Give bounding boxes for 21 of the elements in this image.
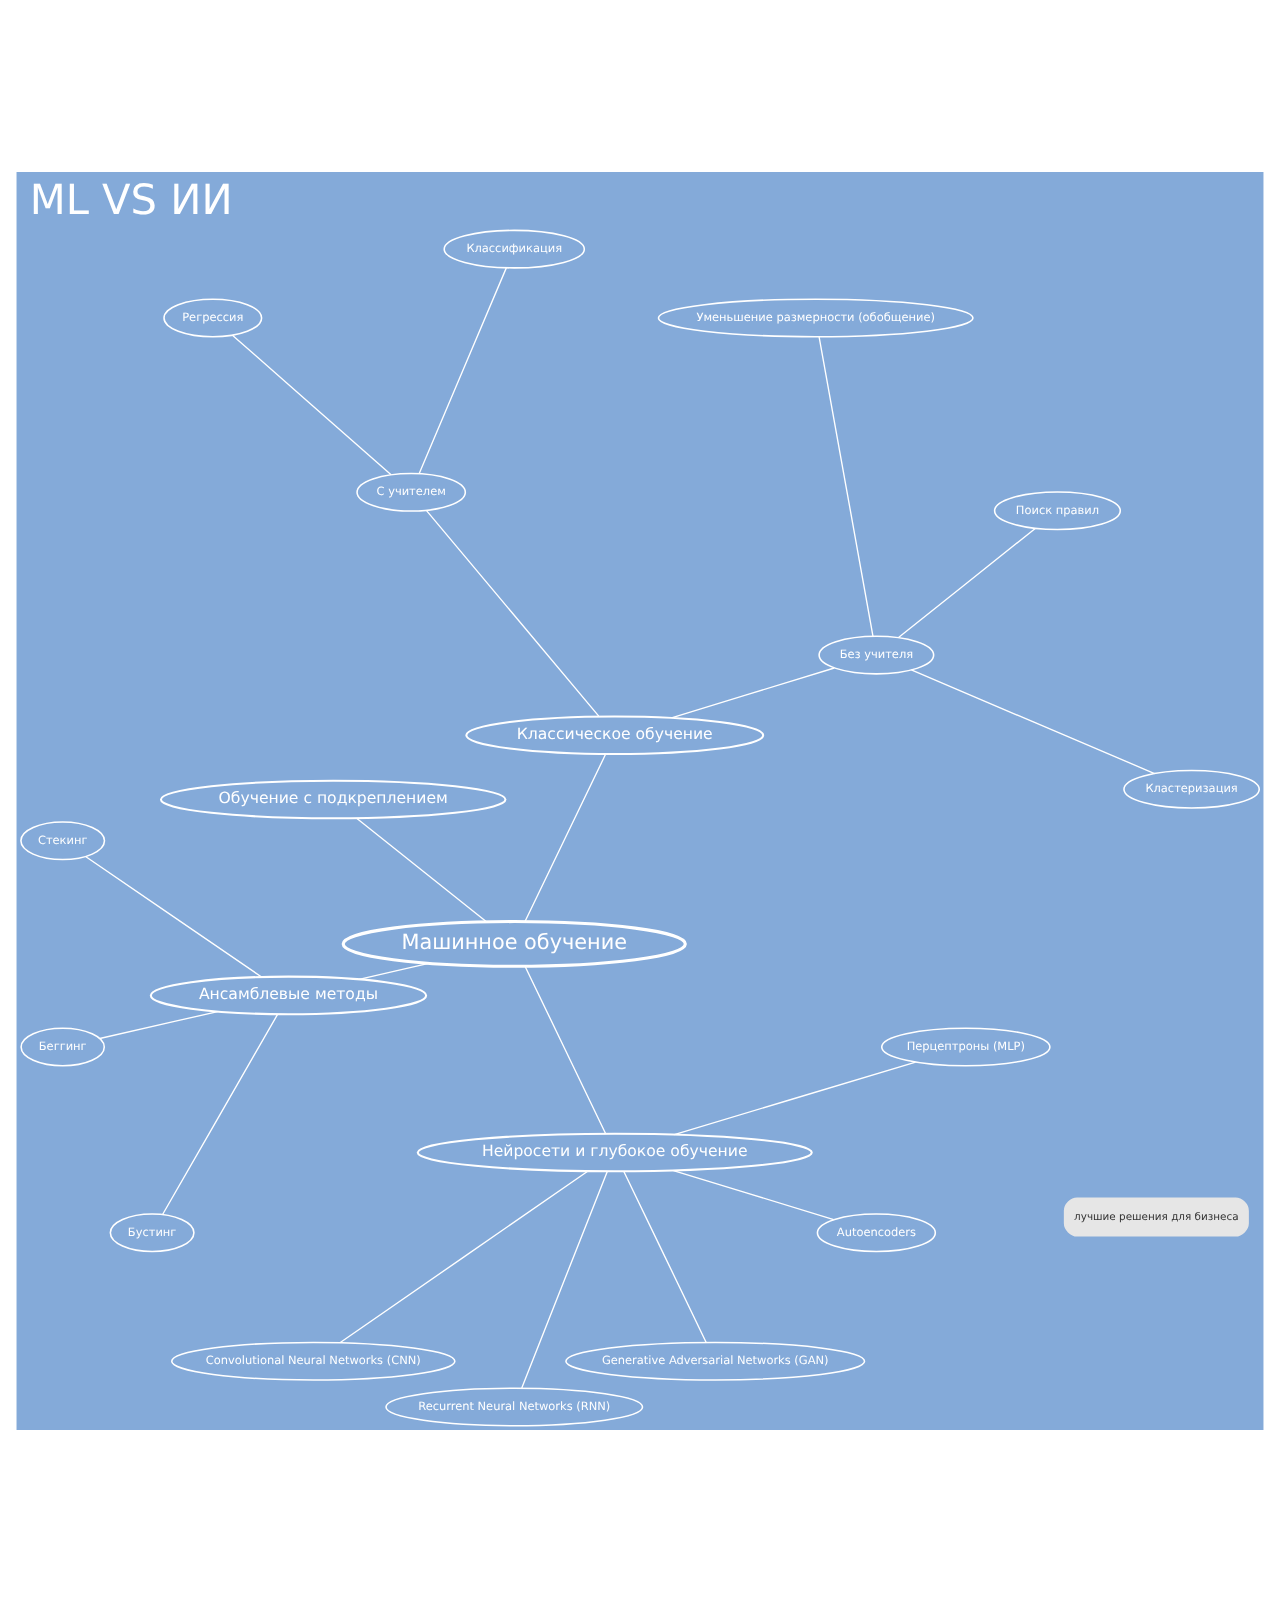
connector (99, 1009, 219, 1039)
connector (524, 964, 607, 1134)
connector (418, 266, 507, 474)
node-ellipse: Машинное обучение (341, 919, 687, 967)
connector (339, 1169, 589, 1343)
diagram-title: ML VS ИИ (29, 174, 233, 223)
connector (162, 1012, 279, 1214)
connector (231, 333, 392, 475)
connector (425, 508, 600, 716)
connector (358, 961, 431, 979)
connector (623, 1169, 707, 1342)
connector (85, 855, 262, 977)
connector (672, 1168, 835, 1220)
connector (521, 1170, 608, 1388)
connector (524, 752, 607, 922)
connector (673, 1060, 917, 1135)
connector (355, 816, 488, 922)
connector (897, 526, 1036, 638)
connector (818, 335, 874, 636)
connector (910, 668, 1156, 774)
connector (670, 666, 835, 718)
